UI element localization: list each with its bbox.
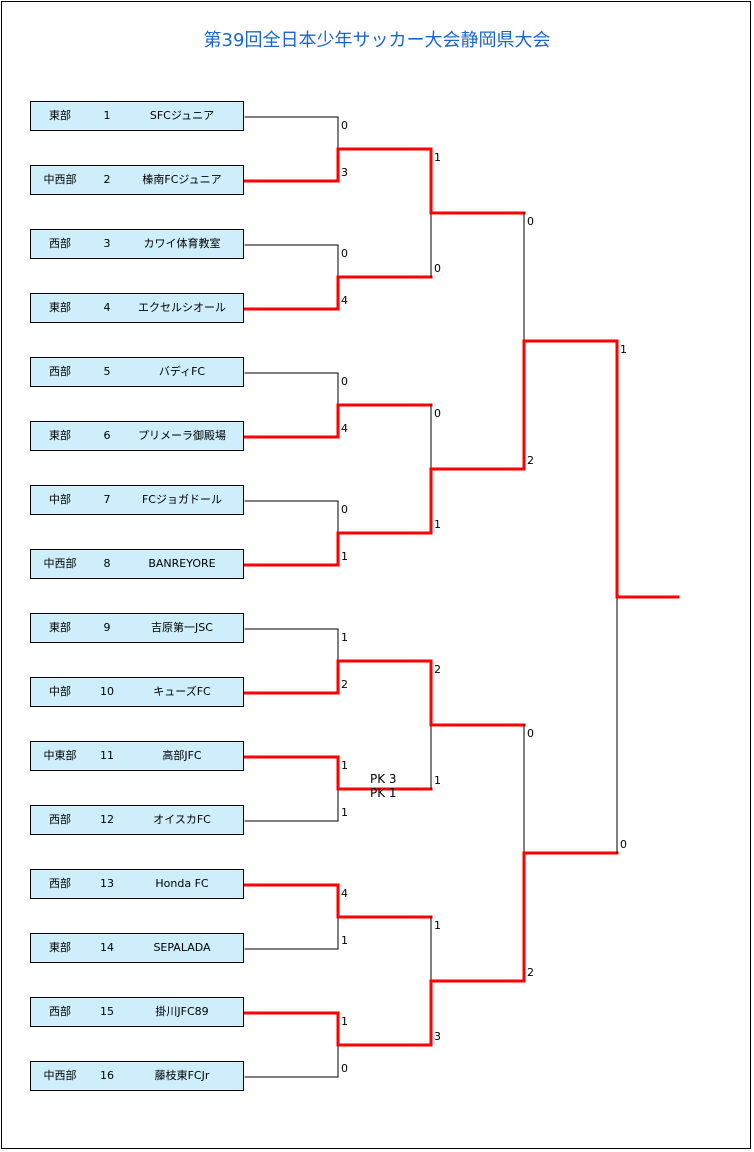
team-seed: 4 bbox=[103, 301, 111, 314]
team-name: 榛南FCジュニア bbox=[142, 173, 222, 186]
team-box: 中西部 8 BANREYORE bbox=[30, 549, 244, 579]
team-name: プリメーラ御殿場 bbox=[138, 429, 226, 442]
team-name: BANREYORE bbox=[148, 557, 216, 570]
team-seed: 5 bbox=[103, 365, 111, 378]
team-box: 中東部 11 高部JFC bbox=[30, 741, 244, 771]
match-score: 1 bbox=[341, 550, 348, 563]
team-name: キューズFC bbox=[153, 685, 211, 698]
team-box: 西部 5 バディFC bbox=[30, 357, 244, 387]
team-box: 東部 1 SFCジュニア bbox=[30, 101, 244, 131]
team-box: 西部 13 Honda FC bbox=[30, 869, 244, 899]
team-seed: 10 bbox=[100, 685, 114, 698]
match-score: 4 bbox=[341, 294, 348, 307]
team-box: 西部 3 カワイ体育教室 bbox=[30, 229, 244, 259]
match-score: 1 bbox=[434, 774, 441, 787]
team-region: 西部 bbox=[49, 365, 71, 378]
match-score: 1 bbox=[620, 343, 627, 356]
match-score: 1 bbox=[341, 759, 348, 772]
team-seed: 13 bbox=[100, 877, 114, 890]
match-score: 0 bbox=[341, 503, 348, 516]
pk-score: PK 3 bbox=[370, 772, 397, 786]
match-score: 0 bbox=[620, 838, 627, 851]
team-name: FCジョガドール bbox=[141, 493, 222, 506]
team-box: 西部 15 掛川JFC89 bbox=[30, 997, 244, 1027]
team-seed: 9 bbox=[103, 621, 111, 634]
team-seed: 2 bbox=[103, 173, 111, 186]
team-name: 吉原第一JSC bbox=[151, 621, 213, 634]
match-score: 2 bbox=[527, 454, 534, 467]
match-score: 1 bbox=[341, 1015, 348, 1028]
team-name: オイスカFC bbox=[153, 813, 211, 826]
match-score: 0 bbox=[341, 119, 348, 132]
tournament-title: 第39回全日本少年サッカー大会静岡県大会 bbox=[203, 30, 551, 51]
team-name: Honda FC bbox=[155, 877, 209, 890]
team-region: 東部 bbox=[49, 941, 71, 954]
match-score: 1 bbox=[434, 518, 441, 531]
team-box: 東部 4 エクセルシオール bbox=[30, 293, 244, 323]
team-name: エクセルシオール bbox=[138, 301, 226, 314]
team-region: 中東部 bbox=[43, 749, 77, 762]
team-region: 中西部 bbox=[43, 557, 77, 570]
team-region: 東部 bbox=[49, 621, 71, 634]
team-region: 東部 bbox=[49, 301, 71, 314]
match-score: 2 bbox=[434, 663, 441, 676]
team-seed: 15 bbox=[100, 1005, 114, 1018]
team-name: カワイ体育教室 bbox=[143, 237, 221, 250]
team-seed: 6 bbox=[103, 429, 111, 442]
match-score: 0 bbox=[434, 262, 441, 275]
team-name: 高部JFC bbox=[162, 749, 202, 762]
pk-score: PK 1 bbox=[370, 786, 397, 800]
team-name: 掛川JFC89 bbox=[155, 1005, 209, 1018]
match-score: 4 bbox=[341, 887, 348, 900]
match-score: 4 bbox=[341, 422, 348, 435]
team-region: 西部 bbox=[49, 1005, 71, 1018]
team-seed: 3 bbox=[103, 237, 111, 250]
team-box: 東部 6 プリメーラ御殿場 bbox=[30, 421, 244, 451]
match-score: 1 bbox=[341, 806, 348, 819]
team-seed: 16 bbox=[100, 1069, 114, 1082]
team-name: SFCジュニア bbox=[149, 109, 215, 122]
team-seed: 12 bbox=[100, 813, 114, 826]
match-score: 3 bbox=[434, 1030, 441, 1043]
match-score: 2 bbox=[341, 678, 348, 691]
team-name: バディFC bbox=[158, 365, 206, 378]
team-region: 中部 bbox=[49, 685, 71, 698]
team-box: 中西部 16 藤枝東FCJr bbox=[30, 1061, 244, 1091]
team-seed: 11 bbox=[100, 749, 114, 762]
match-score: 1 bbox=[434, 919, 441, 932]
team-seed: 7 bbox=[103, 493, 111, 506]
team-seed: 14 bbox=[100, 941, 114, 954]
match-score: 0 bbox=[527, 215, 534, 228]
team-region: 西部 bbox=[49, 237, 71, 250]
team-region: 中西部 bbox=[43, 1069, 77, 1082]
match-score: 1 bbox=[341, 631, 348, 644]
team-region: 中西部 bbox=[43, 173, 77, 186]
match-score: 3 bbox=[341, 166, 348, 179]
team-box: 中西部 2 榛南FCジュニア bbox=[30, 165, 244, 195]
match-score: 1 bbox=[341, 934, 348, 947]
team-box: 東部 14 SEPALADA bbox=[30, 933, 244, 963]
team-box: 中部 10 キューズFC bbox=[30, 677, 244, 707]
team-box: 西部 12 オイスカFC bbox=[30, 805, 244, 835]
match-score: 1 bbox=[434, 151, 441, 164]
match-score: 2 bbox=[527, 966, 534, 979]
team-name: 藤枝東FCJr bbox=[154, 1069, 210, 1082]
team-box: 中部 7 FCジョガドール bbox=[30, 485, 244, 515]
team-region: 西部 bbox=[49, 813, 71, 826]
match-score: 0 bbox=[341, 1062, 348, 1075]
match-score: 0 bbox=[527, 727, 534, 740]
match-score: 0 bbox=[341, 375, 348, 388]
team-seed: 1 bbox=[103, 109, 111, 122]
match-score: 0 bbox=[434, 407, 441, 420]
match-score: 0 bbox=[341, 247, 348, 260]
team-region: 中部 bbox=[49, 493, 71, 506]
team-region: 西部 bbox=[49, 877, 71, 890]
team-region: 東部 bbox=[49, 429, 71, 442]
team-region: 東部 bbox=[49, 109, 71, 122]
team-box: 東部 9 吉原第一JSC bbox=[30, 613, 244, 643]
team-seed: 8 bbox=[103, 557, 111, 570]
team-name: SEPALADA bbox=[153, 941, 211, 954]
